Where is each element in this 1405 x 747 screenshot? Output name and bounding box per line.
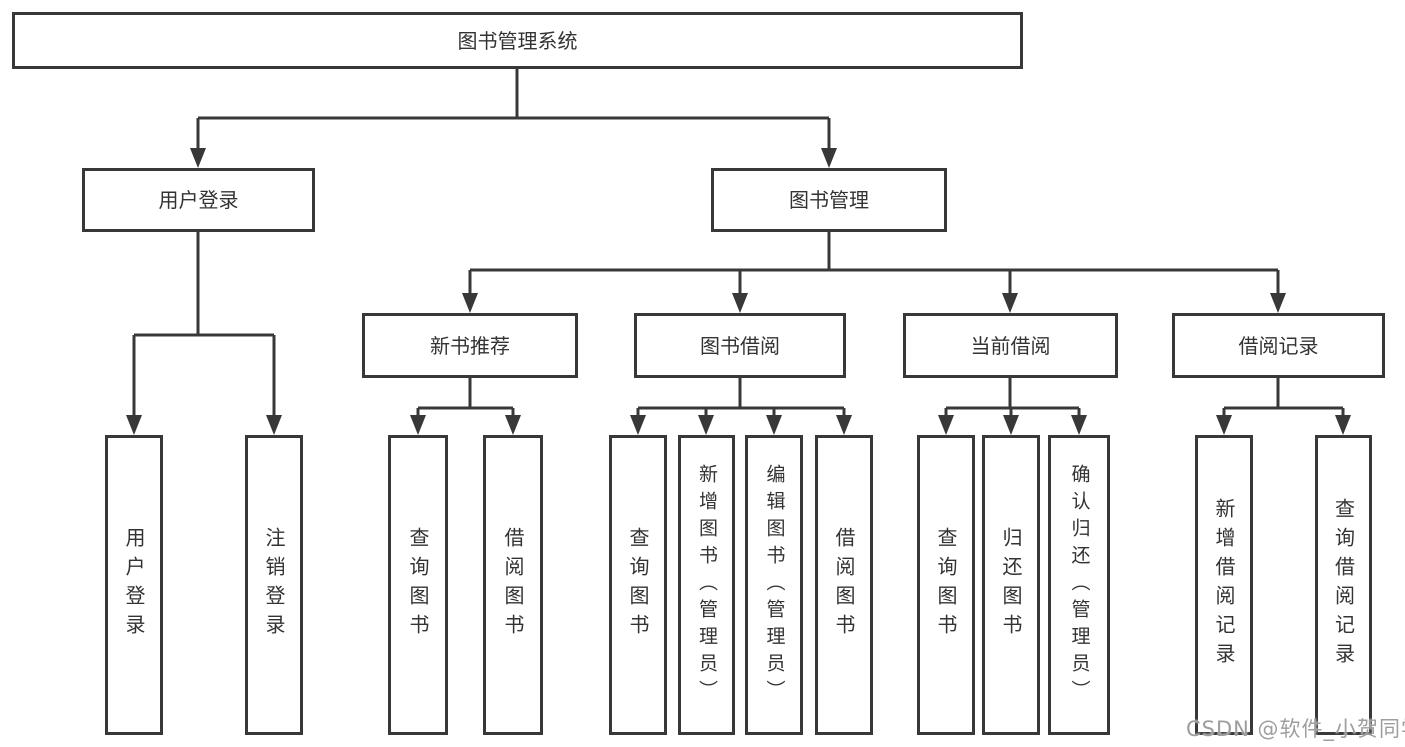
node-label: 新书推荐	[430, 333, 510, 358]
leaf-user-login: 用户登录	[105, 435, 163, 735]
leaf-query-books-borrowing: 查询图书	[609, 435, 667, 735]
node-label: 新增图书（管理员）	[696, 463, 718, 707]
node-label: 借阅图书	[832, 527, 856, 643]
leaf-query-books-recommend: 查询图书	[388, 435, 448, 735]
leaf-add-book-admin: 新增图书（管理员）	[678, 435, 735, 735]
leaf-confirm-return-admin: 确认归还（管理员）	[1048, 435, 1110, 735]
node-label: 编辑图书（管理员）	[763, 463, 786, 707]
node-label: 图书管理系统	[457, 28, 578, 53]
leaf-add-borrow-record: 新增借阅记录	[1195, 435, 1253, 735]
leaf-query-books-current: 查询图书	[917, 435, 975, 735]
node-library-management-system: 图书管理系统	[12, 12, 1023, 69]
node-label: 归还图书	[999, 527, 1023, 643]
node-label: 图书管理	[789, 188, 869, 212]
leaf-edit-book-admin: 编辑图书（管理员）	[745, 435, 803, 735]
node-current-borrowing: 当前借阅	[903, 313, 1118, 378]
leaf-logout: 注销登录	[245, 435, 303, 735]
node-label: 查询借阅记录	[1331, 498, 1356, 672]
node-new-book-recommend: 新书推荐	[362, 313, 578, 378]
node-label: 注销登录	[262, 527, 286, 643]
leaf-borrow-books-recommend: 借阅图书	[483, 435, 543, 735]
node-user-login: 用户登录	[82, 168, 315, 232]
node-label: 确认归还（管理员）	[1068, 463, 1091, 707]
node-label: 借阅记录	[1238, 333, 1319, 358]
leaf-return-books: 归还图书	[982, 435, 1040, 735]
node-label: 查询图书	[934, 527, 958, 643]
node-label: 借阅图书	[501, 527, 525, 643]
arrowheads	[126, 148, 1351, 435]
node-label: 用户登录	[122, 527, 146, 643]
watermark-text: CSDN @软件_小贺同学	[1186, 717, 1405, 741]
node-label: 查询图书	[406, 527, 430, 643]
node-book-management: 图书管理	[711, 168, 947, 232]
node-label: 当前借阅	[970, 333, 1051, 358]
node-borrowing-records: 借阅记录	[1172, 313, 1385, 378]
node-label: 新增借阅记录	[1212, 498, 1236, 672]
node-label: 查询图书	[626, 527, 650, 643]
node-label: 用户登录	[158, 188, 239, 212]
node-label: 图书借阅	[700, 333, 780, 358]
node-book-borrowing: 图书借阅	[634, 313, 846, 378]
leaf-query-borrow-record: 查询借阅记录	[1315, 435, 1372, 735]
leaf-borrow-books-borrowing: 借阅图书	[815, 435, 873, 735]
